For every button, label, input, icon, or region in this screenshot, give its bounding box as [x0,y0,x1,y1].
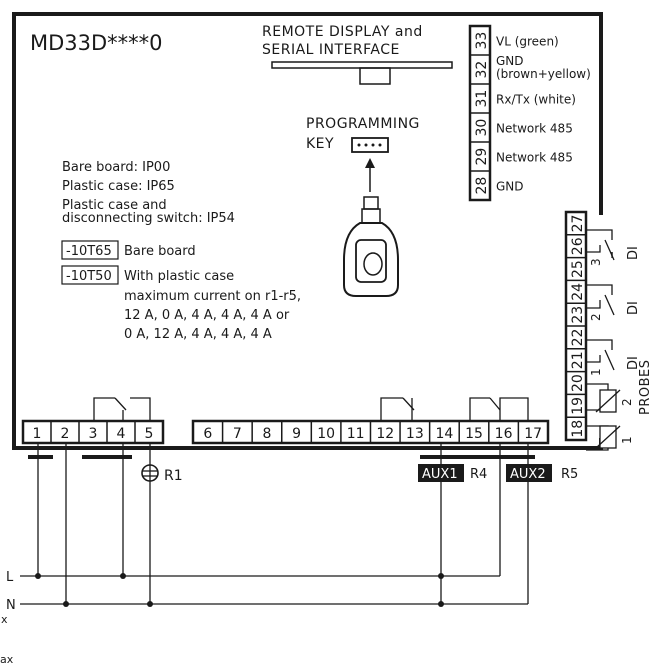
serial-terminal-number: 32 [474,61,490,79]
bottom-terminal-number: 7 [233,426,242,442]
serial-terminal-number: 28 [474,177,490,195]
serial-terminal-label: Network 485 [496,122,573,136]
protection-switch-1: Plastic case and [62,198,167,213]
bottom-terminal-number: 10 [317,426,335,442]
right-terminal-number: 27 [570,215,586,233]
programming-key-fob [343,196,399,297]
bottom-terminal-number: 16 [495,426,513,442]
serial-terminal-label: GND [496,180,524,194]
right-terminal-number: 18 [570,420,586,438]
current-note-3: 0 A, 12 A, 4 A, 4 A, 4 A [124,327,272,342]
di-label-3: DI [626,246,641,260]
probe-sensors [586,383,621,451]
serial-terminal-label: Rx/Tx (white) [496,93,576,107]
mains-n-label: N [6,598,16,613]
code-box-2 [61,265,119,285]
probes-label: PROBES [638,360,653,416]
bottom-terminal-number: 11 [347,426,365,442]
remote-display-label-2: SERIAL INTERFACE [262,42,400,58]
r5-label: R5 [561,467,578,482]
bottom-terminal-number: 2 [61,426,70,442]
aux1-badge [418,464,464,482]
bottom-terminal-number: 17 [524,426,542,442]
mains-l-label: L [6,570,14,585]
r1-motor-symbol [141,464,159,482]
code-box-1 [61,240,119,260]
di-label-1: DI [626,356,641,370]
right-terminal-number: 23 [570,306,586,324]
serial-terminal-number: 29 [474,148,490,166]
r4-label: R4 [470,467,487,482]
serial-terminal-label: VL (green) [496,35,559,49]
protection-switch-2: disconnecting switch: IP54 [62,211,235,226]
right-terminal-number: 25 [570,260,586,278]
relay-contacts [93,397,529,421]
right-terminal-number: 24 [570,283,586,301]
di-number-3: 3 [589,258,603,266]
serial-terminal-number: 31 [474,90,490,108]
r1-label: R1 [164,468,183,484]
right-terminals: 27 26 25 24 23 22 21 20 19 18 [566,215,586,438]
protection-plastic: Plastic case: IP65 [62,179,175,194]
bottom-terminal-number: 9 [292,426,301,442]
right-terminal-number: 20 [570,374,586,392]
remote-display-plug [359,67,391,85]
bottom-terminal-number: 1 [33,426,42,442]
bottom-stripes [28,455,535,459]
di-number-2: 2 [589,313,603,321]
bottom-block-left [21,419,165,445]
remote-display-label-1: REMOTE DISPLAY and [262,24,423,40]
key-insert-arrowhead [365,158,375,168]
right-terminal-number: 19 [570,397,586,415]
serial-terminal-number: 33 [474,32,490,50]
programming-key-label-1: PROGRAMMING [306,116,420,132]
cut-text-2: ax [0,653,14,666]
probe-number-2: 2 [620,398,634,406]
serial-terminal-label: GND [496,54,524,68]
protection-bare: Bare board: IP00 [62,160,170,175]
bottom-terminal-number: 14 [436,426,454,442]
code-1-desc: Bare board [124,244,196,259]
code-2-desc: With plastic case [124,269,234,284]
right-terminal-number: 26 [570,237,586,255]
programming-key-socket [351,137,389,153]
current-note-1: maximum current on r1-r5, [124,289,301,304]
bottom-terminal-number: 12 [376,426,394,442]
bottom-terminal-number: 5 [145,426,154,442]
programming-key-label-2: KEY [306,136,334,152]
aux2-badge [506,464,552,482]
aux1-label: AUX1 [422,467,458,482]
di-label-2: DI [626,301,641,315]
digital-input-switches [586,229,615,371]
right-terminal-number: 22 [570,329,586,347]
wire-junctions [35,573,444,607]
bottom-terminal-number: 15 [465,426,483,442]
bottom-terminal-number: 8 [262,426,271,442]
bottom-terminal-number: 6 [203,426,212,442]
code-2: -10T50 [66,269,112,284]
bottom-terminal-number: 4 [117,426,126,442]
serial-terminal-label: Network 485 [496,151,573,165]
serial-terminal-label: (brown+yellow) [496,67,591,81]
bottom-terminal-number: 13 [406,426,424,442]
remote-display-connector [271,61,453,69]
di-number-1: 1 [589,368,603,376]
bottom-terminal-number: 3 [89,426,98,442]
code-1: -10T65 [66,244,112,259]
cut-text-1: x [1,613,8,626]
right-terminal-number: 21 [570,351,586,369]
aux2-label: AUX2 [510,467,546,482]
probe-number-1: 1 [620,436,634,444]
serial-terminal-number: 30 [474,119,490,137]
current-note-2: 12 A, 0 A, 4 A, 4 A, 4 A or [124,308,290,323]
model-title: MD33D****0 [30,31,163,55]
